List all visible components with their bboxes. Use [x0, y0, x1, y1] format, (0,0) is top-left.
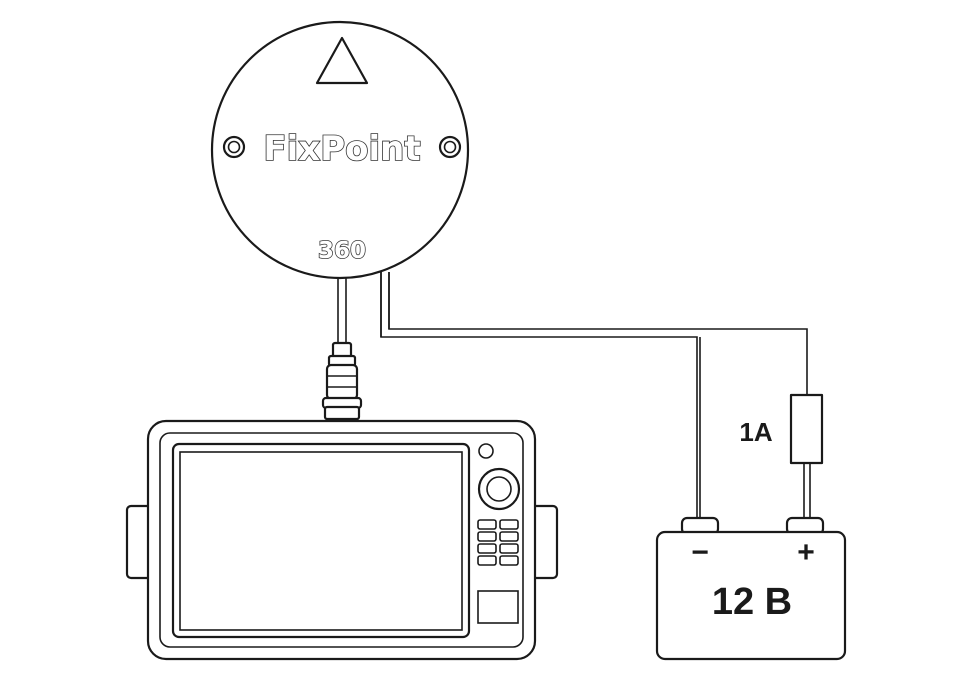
- card-slot: [477, 590, 519, 624]
- battery-voltage: 12 B: [712, 581, 792, 623]
- data-cable: [337, 278, 347, 344]
- fuse-to-battery-wire: [699, 337, 811, 520]
- inline-fuse: 1A: [739, 393, 824, 465]
- mount-hole-left-icon: [222, 135, 246, 159]
- fuse-body: [789, 393, 824, 465]
- power-button-icon: [478, 443, 494, 459]
- mount-hole-right-icon: [438, 135, 462, 159]
- fixpoint-sensor: FixPoint 360: [210, 20, 470, 280]
- battery-body: [655, 530, 847, 661]
- cable-connector: [321, 341, 363, 421]
- sensor-model: 360: [318, 238, 366, 264]
- sensor-brand: FixPoint: [263, 129, 420, 169]
- negative-sign: −: [691, 536, 709, 569]
- chartplotter-display: [125, 419, 559, 661]
- battery: − + 12 B: [655, 516, 847, 661]
- rotary-knob-icon: [477, 467, 521, 511]
- fuse-rating: 1A: [739, 417, 772, 447]
- direction-arrow-icon: [315, 36, 369, 85]
- positive-sign: +: [797, 536, 815, 569]
- sensor-body: [210, 20, 470, 280]
- power-cable: [380, 272, 808, 520]
- display-screen: [171, 442, 471, 639]
- keypad: [477, 519, 519, 566]
